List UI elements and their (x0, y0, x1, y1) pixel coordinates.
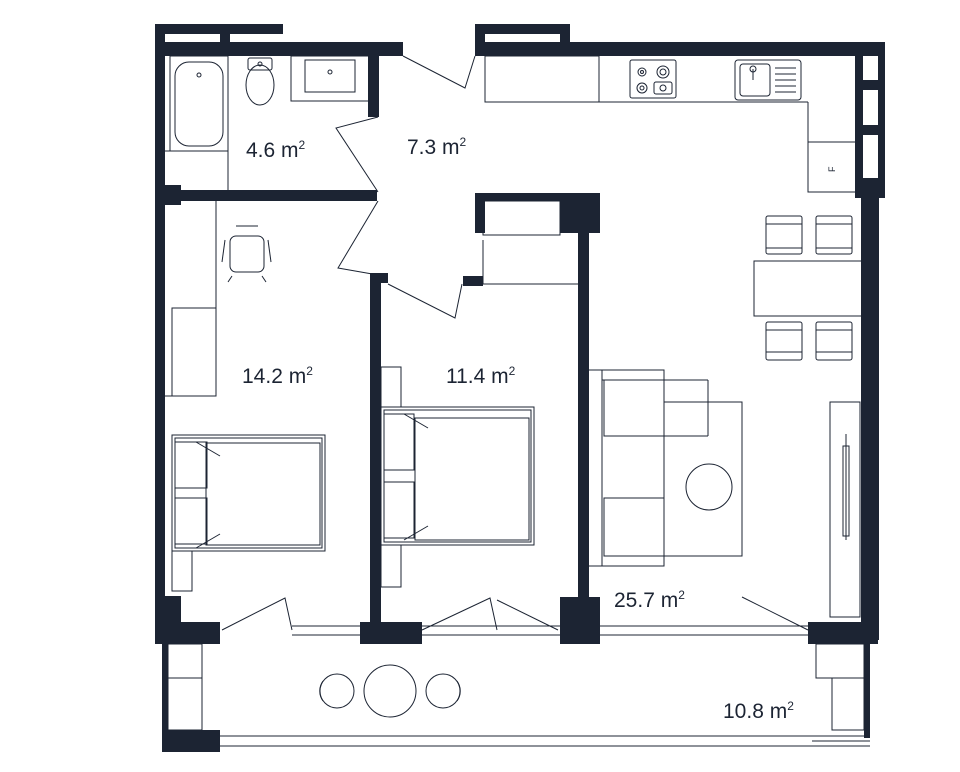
fridge-label: F (827, 166, 837, 172)
kitchen-fixtures (484, 55, 855, 193)
toilet-icon (245, 57, 275, 106)
chair-icon (765, 215, 803, 255)
bed-icon (380, 406, 535, 546)
wardrobe (171, 307, 217, 397)
bedroom-2-furniture (380, 200, 578, 588)
area-label-balcony: 10.8 m2 (723, 699, 794, 723)
cooktop-icon (629, 59, 677, 99)
balcony-furniture (167, 643, 865, 731)
rug (663, 401, 743, 557)
windows (220, 596, 870, 747)
bedroom-1-furniture (165, 201, 326, 592)
area-label-hallway: 7.3 m2 (407, 135, 467, 159)
walls (155, 24, 885, 752)
chair-icon (815, 215, 853, 255)
dining-table (753, 260, 863, 317)
area-label-living-kitchen: 25.7 m2 (614, 588, 685, 612)
area-label-bathroom: 4.6 m2 (246, 138, 306, 162)
chair-icon (319, 673, 355, 709)
balcony-table-icon (363, 664, 417, 718)
area-label-bedroom-2: 11.4 m2 (446, 364, 516, 388)
tv-icon (829, 401, 861, 618)
dining-set (753, 215, 863, 361)
chair-icon (815, 321, 853, 361)
living-furniture (587, 369, 861, 618)
desk-chair-icon (221, 225, 272, 283)
doors (335, 55, 476, 319)
kitchen-sink-icon (734, 59, 802, 101)
coffee-table-icon (685, 463, 733, 511)
chair-icon (765, 321, 803, 361)
sofa-icon (587, 369, 709, 567)
chair-icon (425, 673, 461, 709)
bed-icon (171, 434, 326, 552)
area-label-bedroom-1: 14.2 m2 (242, 364, 313, 388)
bathtub-icon (169, 55, 229, 152)
sink-icon (290, 55, 370, 102)
bathroom-fixtures (165, 55, 370, 190)
room-labels: 4.6 m2 7.3 m2 14.2 m2 11.4 m2 25.7 m2 10… (242, 135, 837, 723)
